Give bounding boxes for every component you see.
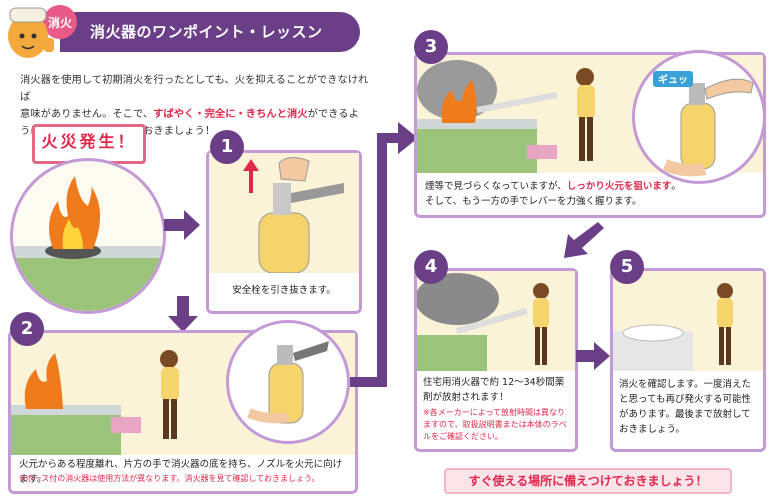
arrow-right-icon <box>164 210 200 240</box>
step-3-number: 3 <box>414 30 448 64</box>
confirm-extinguished-illustration <box>613 271 763 371</box>
step-5-number: 5 <box>610 250 644 284</box>
pull-pin-illustration <box>209 153 359 274</box>
intro-highlight: すばやく・完全に・きちんと消火 <box>153 108 308 120</box>
intro-line-1: 消火器を使用して初期消火を行ったとしても、火を抑えることができなければ <box>20 74 369 103</box>
step-5-caption: 消火を確認します。一度消えたと思っても再び発火する可能性があります。最後まで放射… <box>619 379 752 435</box>
intro-text: 消火器を使用して初期消火を行ったとしても、火を抑えることができなければ 意味があ… <box>20 72 370 140</box>
step-4-note: ※各メーカーによって放射時間は異なりますので、取扱説明書または本体のラベルをご確… <box>423 408 567 441</box>
step-4-panel: 住宅用消火器で約 12〜34秒間薬剤が放射されます！ ※各メーカーによって放射時… <box>414 268 578 452</box>
intro-line-2: 意味がありません。そこで、すばやく・完全に・きちんと消火ができるよ <box>20 108 359 120</box>
arrow-right-icon-2 <box>576 342 610 370</box>
step-4-caption: 住宅用消火器で約 12〜34秒間薬剤が放射されます！ <box>423 377 565 403</box>
step-1-caption: 安全栓を引き抜きます。 <box>232 285 336 296</box>
step-3-caption-2: そして、もう一方の手でレバーを力強く握ります。 <box>425 196 642 207</box>
sfx-text: ギュッ <box>658 73 688 86</box>
step-3-caption: 煙等で見づらくなっていますが、しっかり火元を狙います。 <box>425 181 681 192</box>
step-4-number: 4 <box>414 250 448 284</box>
lesson-header: 消火器のワンポイント・レッスン <box>60 12 360 52</box>
step-2-caption: 火元からある程度離れ、片方の手で消火器の底を持ち、ノズルを火元に向けます。 <box>19 459 343 485</box>
discharge-illustration <box>415 271 575 371</box>
fire-outbreak-label: 火災発生！ <box>32 124 146 164</box>
step-2-number: 2 <box>10 312 44 346</box>
step-2-zoom-illustration <box>226 320 350 444</box>
arrow-diagonal-icon <box>564 222 604 258</box>
step-3-highlight: しっかり火元を狙います <box>566 181 672 192</box>
step-5-panel: 消火を確認します。一度消えたと思っても再び発火する可能性があります。最後まで放射… <box>610 268 766 452</box>
step-1-number: 1 <box>210 130 244 164</box>
mascot-illustration: 消火 <box>8 5 77 58</box>
step-2-note: ※ホース付の消火器は使用方法が異なります。消火器を見て確認しておきましょう。 <box>19 474 320 483</box>
arrow-down-icon <box>168 296 198 332</box>
connector-arrow-icon <box>350 122 418 387</box>
step-3-zoom-illustration: ギュッ <box>632 50 766 184</box>
step-1-panel: 安全栓を引き抜きます。 <box>206 150 362 314</box>
page-title: 消火器のワンポイント・レッスン <box>90 23 323 41</box>
fire-scene-illustration <box>10 158 166 314</box>
badge-text: 消火 <box>48 15 73 30</box>
bottom-banner: すぐ使える場所に備えつけておきましょう！ <box>444 468 732 494</box>
